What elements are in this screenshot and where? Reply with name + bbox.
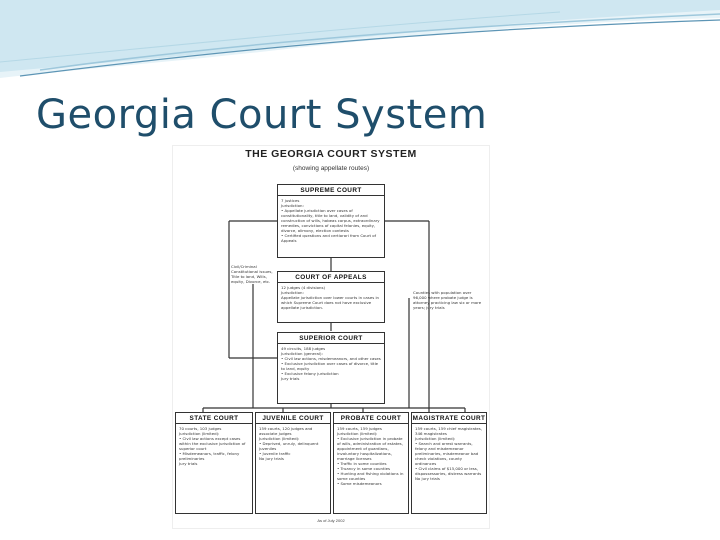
state-court-heading: STATE COURT [176, 413, 252, 424]
superior-court-heading: SUPERIOR COURT [278, 333, 384, 344]
diagram-footnote: As of July 2002 [317, 518, 345, 523]
state-court-box: STATE COURT 70 courts, 103 judges Jurisd… [175, 412, 253, 514]
supreme-court-details: 7 justices Jurisdiction: • Appellate jur… [281, 198, 380, 243]
left-route-note: Civil/Criminal Constitutional issues, Ti… [231, 264, 273, 284]
diagram-subtitle: (showing appellate routes) [292, 165, 370, 172]
magistrate-court-heading: MAGISTRATE COURT [412, 415, 486, 424]
probate-court-heading: PROBATE COURT [334, 413, 408, 424]
appellate-route-lines [202, 220, 466, 414]
header-wave-decoration [0, 0, 720, 78]
state-court-details: 70 courts, 103 judges Jurisdiction (limi… [179, 426, 246, 466]
court-of-appeals-box: COURT OF APPEALS 12 judges (4 divisions)… [277, 271, 385, 323]
court-system-diagram: THE GEORGIA COURT SYSTEM (showing appell… [172, 145, 490, 529]
supreme-court-box: SUPREME COURT 7 justices Jurisdiction: •… [277, 184, 385, 258]
diagram-title: THE GEORGIA COURT SYSTEM [245, 148, 417, 160]
superior-court-details: 49 circuits, 188 judges Jurisdiction (ge… [281, 346, 381, 381]
superior-court-box: SUPERIOR COURT 49 circuits, 188 judges J… [277, 332, 385, 404]
probate-court-details: 159 courts, 159 judges Jurisdiction (lim… [337, 426, 404, 486]
supreme-court-heading: SUPREME COURT [278, 185, 384, 196]
court-of-appeals-heading: COURT OF APPEALS [278, 272, 384, 283]
juvenile-court-details: 159 courts, 120 judges and associate jud… [259, 426, 319, 461]
juvenile-court-box: JUVENILE COURT 159 courts, 120 judges an… [255, 412, 331, 514]
juvenile-court-heading: JUVENILE COURT [256, 413, 330, 424]
slide-title: Georgia Court System [36, 92, 488, 138]
right-route-note: Counties with population over 96,000 whe… [413, 290, 482, 310]
magistrate-court-details: 159 courts, 159 chief magistrates, 346 m… [415, 426, 483, 481]
magistrate-court-box: MAGISTRATE COURT 159 courts, 159 chief m… [411, 412, 487, 514]
probate-court-box: PROBATE COURT 159 courts, 159 judges Jur… [333, 412, 409, 514]
court-of-appeals-details: 12 judges (4 divisions) Jurisdiction: Ap… [281, 285, 380, 310]
